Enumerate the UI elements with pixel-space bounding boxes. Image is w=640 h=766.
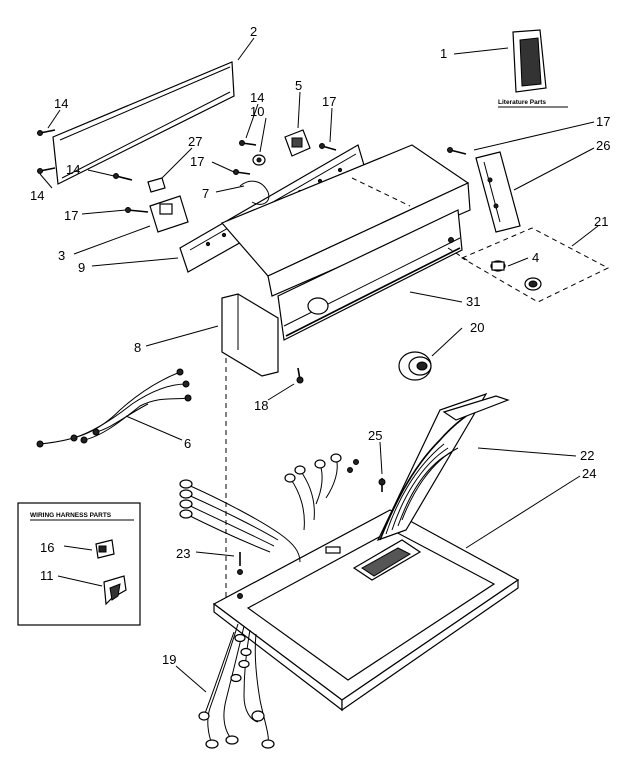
bottom-harness xyxy=(198,623,275,749)
dashed-box-21 xyxy=(460,227,610,303)
callout-26: 26 xyxy=(596,138,610,153)
callout-14b: 14 xyxy=(250,90,264,105)
literature-parts: Literature Parts xyxy=(498,29,568,108)
callout-2: 2 xyxy=(250,24,257,39)
end-cap xyxy=(221,293,279,377)
knob-20 xyxy=(398,351,432,381)
callout-5: 5 xyxy=(295,78,302,93)
top-harness xyxy=(179,453,359,563)
top-back-panel xyxy=(52,61,235,185)
callout-4: 4 xyxy=(532,250,539,265)
callout-21: 21 xyxy=(594,214,608,229)
callout-numbers: 1 2 3 4 5 6 7 8 9 10 11 14 14 14 14 16 1… xyxy=(30,24,610,667)
console xyxy=(220,144,471,341)
callout-8: 8 xyxy=(134,340,141,355)
callout-14a: 14 xyxy=(54,96,68,111)
callout-17d: 17 xyxy=(64,208,78,223)
top-cover xyxy=(212,509,520,712)
callout-22: 22 xyxy=(580,448,594,463)
callout-27: 27 xyxy=(188,134,202,149)
screws-14 xyxy=(37,129,257,181)
leader-lines xyxy=(39,37,599,693)
callout-24: 24 xyxy=(582,466,596,481)
literature-parts-label: Literature Parts xyxy=(498,99,546,106)
callout-6: 6 xyxy=(184,436,191,451)
end-bracket xyxy=(447,147,521,233)
callout-31: 31 xyxy=(466,294,480,309)
callout-11: 11 xyxy=(40,568,54,583)
callout-1: 1 xyxy=(440,46,447,61)
callout-9: 9 xyxy=(78,260,85,275)
timer xyxy=(284,129,311,157)
callout-18: 18 xyxy=(254,398,268,413)
switch-assembly xyxy=(125,169,251,233)
callout-17a: 17 xyxy=(322,94,336,109)
callout-10: 10 xyxy=(250,104,264,119)
knob-10 xyxy=(252,154,266,166)
wire-harness-6 xyxy=(36,368,192,448)
callout-25: 25 xyxy=(368,428,382,443)
callout-14d: 14 xyxy=(30,188,44,203)
wiring-harness-parts-label: WIRING HARNESS PARTS xyxy=(30,512,112,519)
callout-3: 3 xyxy=(58,248,65,263)
callout-17b: 17 xyxy=(596,114,610,129)
callout-19: 19 xyxy=(162,652,176,667)
callout-16: 16 xyxy=(40,540,54,555)
callout-20: 20 xyxy=(470,320,484,335)
wiring-harness-parts-box: WIRING HARNESS PARTS xyxy=(17,502,141,626)
callout-23: 23 xyxy=(176,546,190,561)
callout-17c: 17 xyxy=(190,154,204,169)
lid-harness xyxy=(376,392,510,542)
callout-14c: 14 xyxy=(66,162,80,177)
callout-7: 7 xyxy=(202,186,209,201)
